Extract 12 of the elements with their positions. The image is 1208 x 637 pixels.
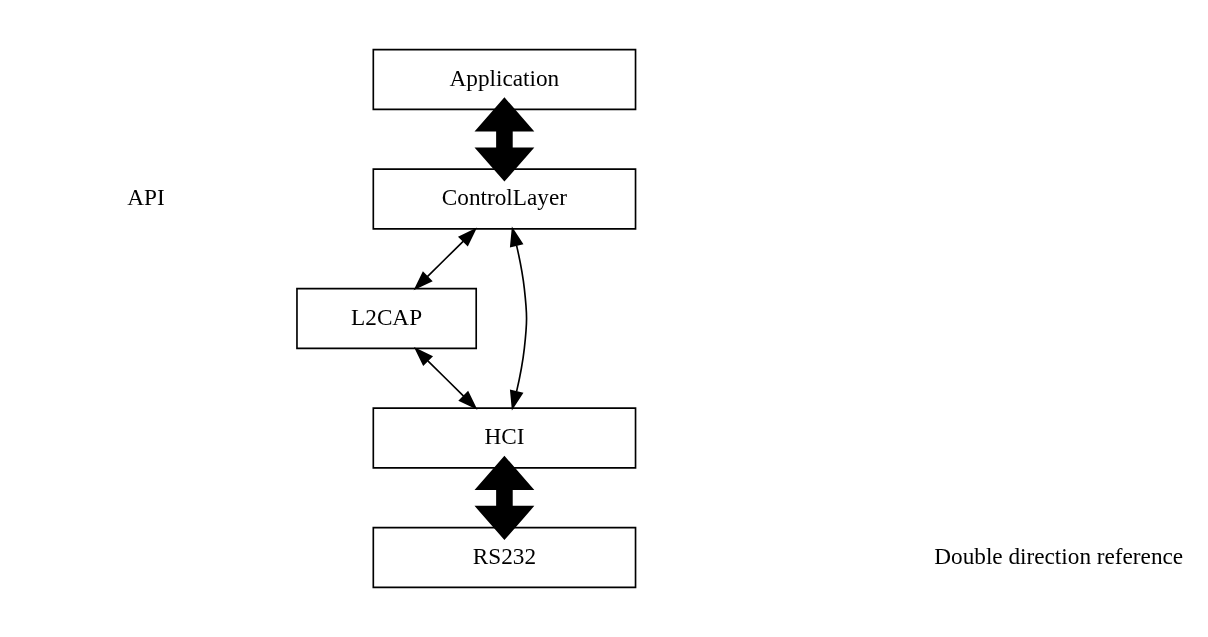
arrow <box>413 227 478 291</box>
node-box: L2CAP <box>296 287 478 350</box>
arrow <box>413 347 478 410</box>
node-box: RS232 <box>372 526 637 589</box>
node-box: HCI <box>372 407 637 469</box>
node-box: Application <box>372 48 637 111</box>
label: API <box>127 184 165 211</box>
node-box: ControlLayer <box>372 168 637 230</box>
legend-label: Double direction reference <box>934 542 1184 569</box>
arrow <box>474 455 535 541</box>
arrow <box>474 97 535 182</box>
arrow <box>509 226 528 411</box>
